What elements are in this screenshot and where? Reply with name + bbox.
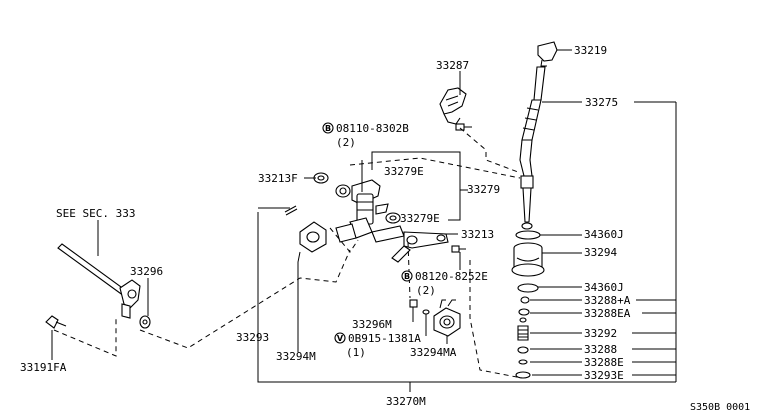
label-33213[interactable]: 33213 [461,228,494,241]
pivot-boss-33293[interactable] [299,221,327,253]
snap-ring-34360j-bot[interactable] [517,283,539,293]
label-33288e[interactable]: 33288E [584,356,624,369]
bolt-symbol-b-1: B [322,122,334,134]
label-qty-bolt2: (2) [416,284,436,297]
seal-33213f[interactable] [313,172,329,184]
bolt-symbol-b-2: B [401,270,413,282]
label-33279e-top[interactable]: 33279E [384,165,424,178]
label-33288[interactable]: 33288 [584,343,617,356]
shift-rod-see-sec-333[interactable] [57,243,141,319]
label-qty-bolt1: (2) [336,136,356,149]
bolt-33191fa[interactable] [45,315,67,329]
label-33296[interactable]: 33296 [130,265,163,278]
bolt-08120[interactable] [451,245,466,253]
label-34360j-top[interactable]: 34360J [584,228,624,241]
label-33279e-bot[interactable]: 33279E [400,212,440,225]
leader-lines [51,49,677,392]
label-33219[interactable]: 33219 [574,44,607,57]
label-33293[interactable]: 33293 [236,331,269,344]
label-08110-8302b[interactable]: 08110-8302B [336,122,409,135]
label-33294m[interactable]: 33294M [276,350,316,363]
label-33294ma[interactable]: 33294MA [410,346,457,359]
label-see-sec-333[interactable]: SEE SEC. 333 [56,207,135,220]
washer-0b915[interactable] [422,309,430,315]
label-08120-8252e[interactable]: 08120-8252E [415,270,488,283]
label-33191fa[interactable]: 33191FA [20,361,67,374]
label-33279[interactable]: 33279 [467,183,500,196]
pin-33213f[interactable] [284,205,298,216]
snap-ring-34360j-top[interactable] [515,230,541,240]
diagram-code: S350B 0001 [690,402,750,410]
label-0b915-1381a[interactable]: 0B915-1381A [348,332,421,345]
shift-lever[interactable] [519,66,546,230]
label-33275[interactable]: 33275 [585,96,618,109]
bolt-08110[interactable] [455,123,472,131]
bushing-33296[interactable] [139,315,151,329]
label-33270m[interactable]: 33270M [386,395,426,408]
lever-bracket[interactable] [439,87,467,125]
bushing-33294ma[interactable] [433,299,461,337]
label-33294[interactable]: 33294 [584,246,617,259]
label-33213f[interactable]: 33213F [258,172,298,185]
label-33288-a[interactable]: 33288+A [584,294,631,307]
small-parts-stack[interactable] [515,296,531,379]
dashed-assembly-lines [53,127,523,379]
label-33287[interactable]: 33287 [436,59,469,72]
washer-symbol-v-letter: V [337,334,344,343]
control-rod-assembly[interactable] [335,179,405,243]
bolt-symbol-b-2-letter: B [404,272,410,281]
shift-knob[interactable] [537,41,558,67]
bolt-symbol-b-1-letter: B [325,124,331,133]
label-33292[interactable]: 33292 [584,327,617,340]
washer-symbol-v: V [334,332,346,344]
select-lever-33213[interactable] [391,231,449,263]
label-34360j-bot[interactable]: 34360J [584,281,624,294]
label-33288ea[interactable]: 33288EA [584,307,631,320]
nut-33296m[interactable] [409,299,418,308]
label-qty-washer: (1) [346,346,366,359]
label-33293e[interactable]: 33293E [584,369,624,382]
label-33296m[interactable]: 33296M [352,318,392,331]
boot-33294[interactable] [511,242,545,277]
